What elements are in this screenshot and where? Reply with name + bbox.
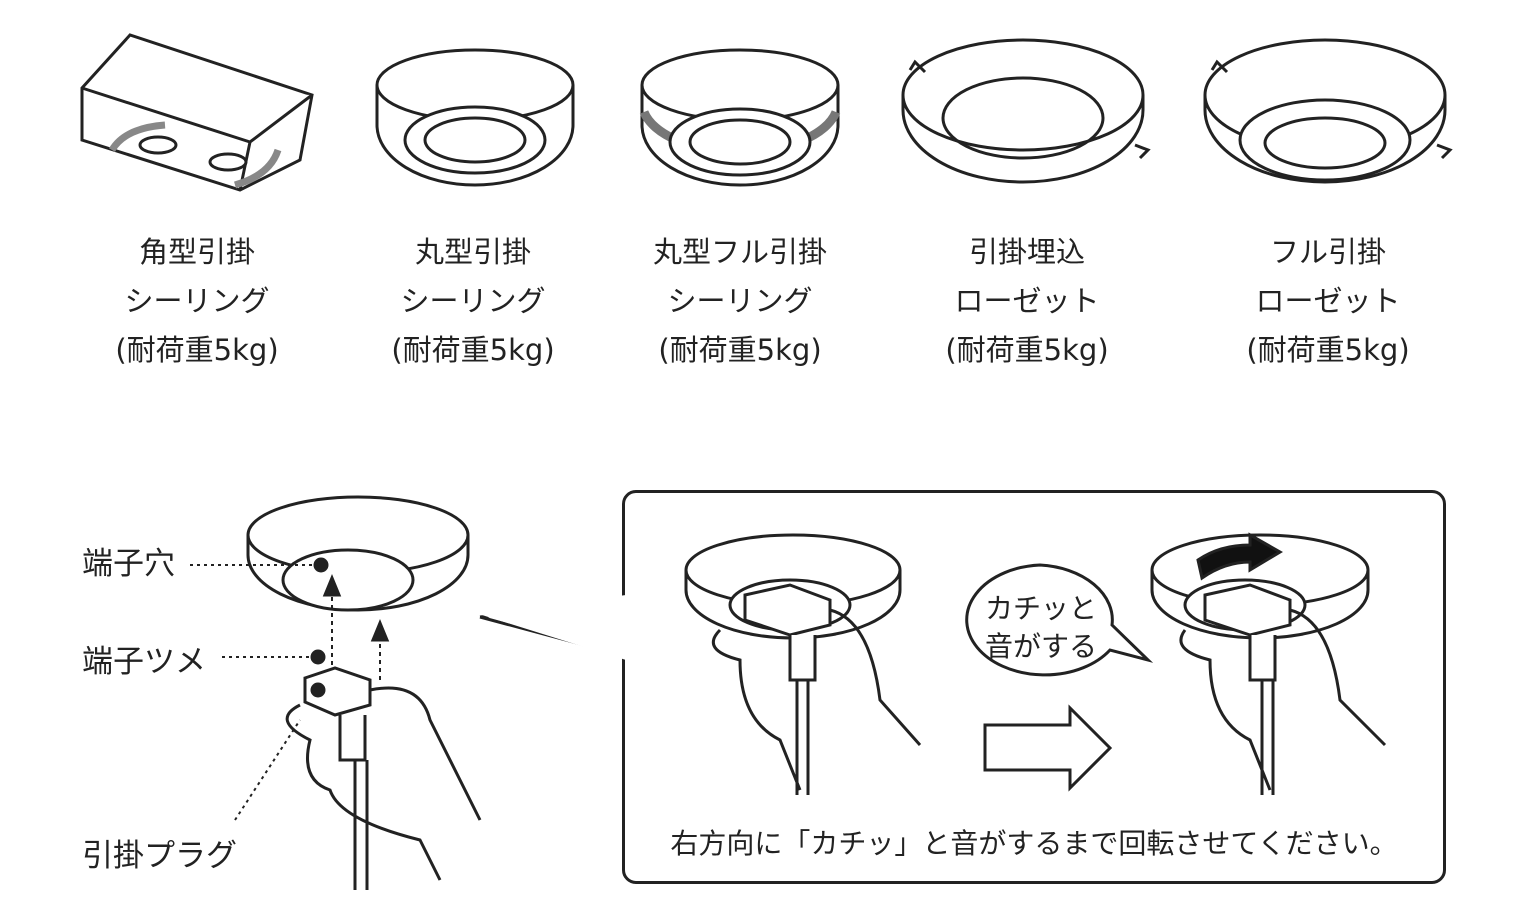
plug-label: 引掛プラグ bbox=[82, 838, 237, 874]
type-load: (耐荷重5kg) bbox=[115, 333, 279, 367]
type-name: 角型引掛 bbox=[138, 235, 255, 269]
type-caption-round-ceiling: 丸型引掛 シーリング (耐荷重5kg) bbox=[343, 228, 603, 375]
type-load: (耐荷重5kg) bbox=[391, 333, 555, 367]
speech-bubble bbox=[965, 563, 1154, 677]
type-name: 丸型引掛 bbox=[414, 235, 531, 269]
full-rosette-illustration bbox=[1203, 38, 1453, 184]
round-full-ceiling-illustration bbox=[639, 48, 841, 187]
type-kind: シーリング bbox=[124, 284, 270, 318]
rotate-right-arrow-icon bbox=[1196, 532, 1283, 581]
plug-insertion-illustration bbox=[190, 495, 623, 890]
terminal-hole-label: 端子穴 bbox=[82, 546, 175, 582]
terminal-claw-label: 端子ツメ bbox=[82, 644, 206, 680]
type-caption-embedded-rosette: 引掛埋込 ローゼット (耐荷重5kg) bbox=[897, 228, 1157, 375]
instruction-callout bbox=[622, 490, 1446, 884]
after-rotation-illustration bbox=[1150, 532, 1387, 795]
round-ceiling-illustration bbox=[375, 48, 575, 187]
type-caption-full-rosette: フル引掛 ローゼット (耐荷重5kg) bbox=[1198, 228, 1458, 375]
bubble-line: 音がする bbox=[985, 630, 1098, 663]
next-step-arrow-icon bbox=[983, 704, 1113, 792]
rotation-instruction: 右方向に「カチッ」と音がするまで回転させてください。 bbox=[670, 827, 1398, 860]
embedded-rosette-illustration bbox=[901, 38, 1151, 184]
type-kind: ローゼット bbox=[1255, 284, 1401, 318]
before-rotation-illustration bbox=[684, 533, 922, 795]
type-name: 丸型フル引掛 bbox=[652, 235, 827, 269]
square-ceiling-illustration bbox=[80, 33, 314, 192]
bubble-line: カチッと bbox=[985, 592, 1098, 625]
click-sound-bubble-text: カチッと 音がする bbox=[985, 590, 1097, 666]
type-name: 引掛埋込 bbox=[968, 235, 1085, 269]
type-load: (耐荷重5kg) bbox=[945, 333, 1109, 367]
type-load: (耐荷重5kg) bbox=[1246, 333, 1410, 367]
type-caption-round-full-ceiling: 丸型フル引掛 シーリング (耐荷重5kg) bbox=[610, 228, 870, 375]
type-kind: シーリング bbox=[400, 284, 546, 318]
type-kind: ローゼット bbox=[954, 284, 1100, 318]
type-caption-square-ceiling: 角型引掛 シーリング (耐荷重5kg) bbox=[67, 228, 327, 375]
type-load: (耐荷重5kg) bbox=[658, 333, 822, 367]
type-kind: シーリング bbox=[667, 284, 813, 318]
type-name: フル引掛 bbox=[1269, 235, 1386, 269]
